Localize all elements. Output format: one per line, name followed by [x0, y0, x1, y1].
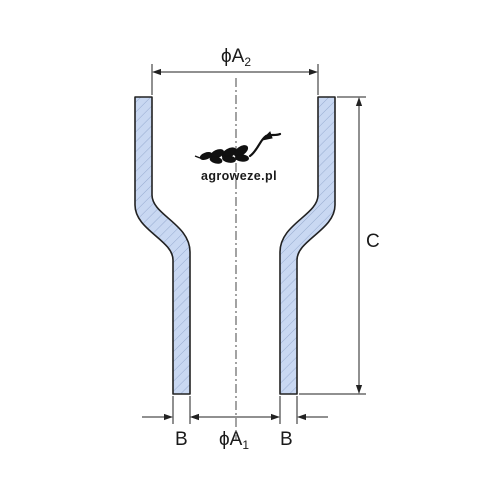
left-wall	[134, 96, 191, 395]
wall-thickness-left-label: B	[175, 429, 188, 450]
wall-thickness-right-label: B	[280, 429, 293, 450]
right-wall	[279, 96, 336, 395]
top-diameter-label: ϕA2	[221, 46, 251, 69]
bottom-diameter-label: ϕA1	[219, 429, 249, 452]
wheat-logo-icon	[194, 131, 282, 164]
watermark-text: agroweze.pl	[201, 169, 277, 183]
height-label: C	[366, 231, 380, 252]
